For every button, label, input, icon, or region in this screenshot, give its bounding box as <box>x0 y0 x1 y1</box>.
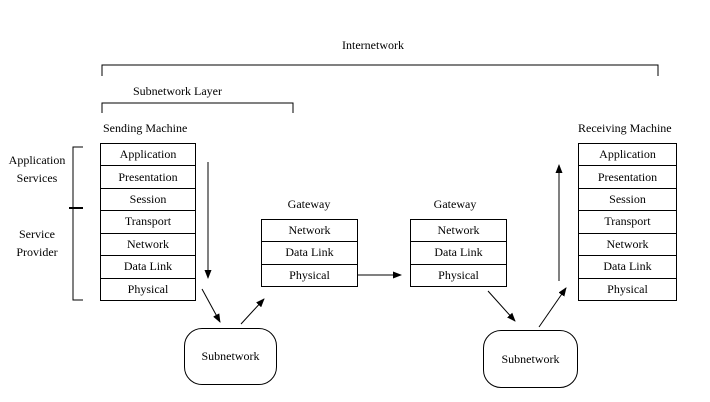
service-groups-bracket <box>72 146 83 301</box>
gateway2-layer-network: Network <box>437 223 480 238</box>
receiving-layer-application: Application <box>599 147 656 162</box>
gateway2-layer-physical: Physical <box>411 263 506 286</box>
sending-layer-physical: Physical <box>101 277 195 300</box>
receiving-layer-session: Session <box>579 187 676 210</box>
receiving-layer-transport: Transport <box>579 210 676 232</box>
sending-machine-title: Sending Machine <box>103 121 188 135</box>
receiving-machine-title: Receiving Machine <box>578 121 672 135</box>
sending-layer-application: Application <box>119 147 177 162</box>
gateway2-title: Gateway <box>433 197 477 211</box>
subnetwork2-to-receiving-arrow <box>538 287 567 328</box>
receiving-machine-stack: Application Presentation Session Transpo… <box>578 143 677 301</box>
receiving-layer-datalink: Data Link <box>579 255 676 277</box>
sending-layer-transport: Transport <box>101 210 195 232</box>
service-provider-line1: Service <box>19 227 55 241</box>
application-services-line2: Services <box>16 171 58 185</box>
gateway2-to-subnetwork2-arrow <box>487 290 516 322</box>
gateway1-stack: Network Data Link Physical <box>261 219 358 287</box>
application-services-line1: Application <box>8 153 66 167</box>
service-provider-line2: Provider <box>16 245 58 259</box>
internetwork-label: Internetwork <box>342 38 404 52</box>
sending-layer-network: Network <box>101 232 195 255</box>
subnetwork-layer-label: Subnetwork Layer <box>133 84 222 98</box>
receiving-layer-network: Network <box>579 232 676 255</box>
gateway1-layer-datalink: Data Link <box>262 241 357 263</box>
subnetwork1-box: Subnetwork <box>184 328 277 385</box>
gateway1-layer-physical: Physical <box>262 263 357 286</box>
application-services-label: Application Services <box>5 151 69 187</box>
receiving-layer-presentation: Presentation <box>579 165 676 187</box>
sending-layer-datalink: Data Link <box>101 255 195 277</box>
service-provider-label: Service Provider <box>5 225 69 261</box>
subnetwork-layer-bracket <box>101 102 294 113</box>
internetwork-bracket <box>101 64 659 76</box>
gateway1-title: Gateway <box>287 197 331 211</box>
gateway1-layer-network: Network <box>288 223 331 238</box>
sending-layer-session: Session <box>101 187 195 210</box>
sending-machine-stack: Application Presentation Session Transpo… <box>100 143 196 301</box>
sending-layer-presentation: Presentation <box>101 165 195 187</box>
subnetwork2-box: Subnetwork <box>483 330 578 388</box>
gateway2-layer-datalink: Data Link <box>411 241 506 263</box>
gateway2-stack: Network Data Link Physical <box>410 219 507 287</box>
sending-to-subnetwork1-arrow <box>201 288 221 323</box>
subnetwork1-to-gateway1-arrow <box>240 298 265 325</box>
receiving-layer-physical: Physical <box>579 277 676 300</box>
